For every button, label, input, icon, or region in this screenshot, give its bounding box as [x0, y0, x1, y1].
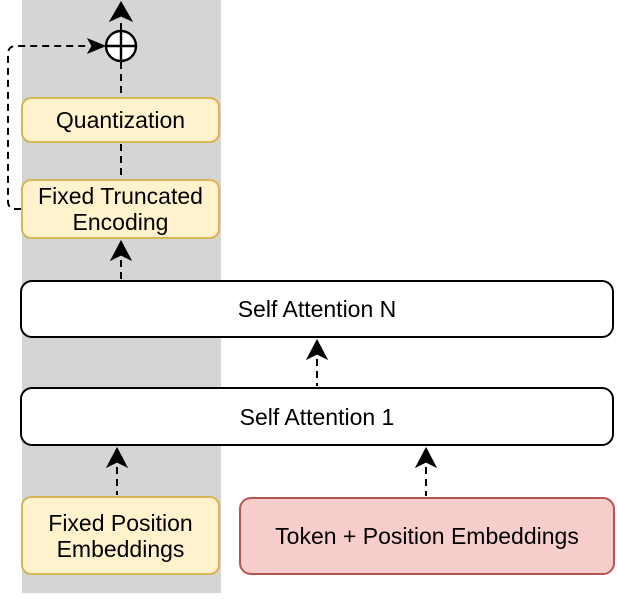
- node-fixed-position-embeddings: Fixed Position Embeddings: [21, 496, 220, 575]
- node-quantization: Quantization: [21, 97, 220, 143]
- node-self-attention-n: Self Attention N: [20, 280, 614, 338]
- node-token-position-embeddings: Token + Position Embeddings: [239, 497, 615, 575]
- node-self-attention-1: Self Attention 1: [20, 387, 614, 446]
- node-fixed-truncated-encoding: Fixed Truncated Encoding: [21, 179, 220, 239]
- attention1-to-attentionN-arrowhead-icon: [305, 338, 329, 361]
- token-embeddings-arrowhead-icon: [414, 446, 438, 469]
